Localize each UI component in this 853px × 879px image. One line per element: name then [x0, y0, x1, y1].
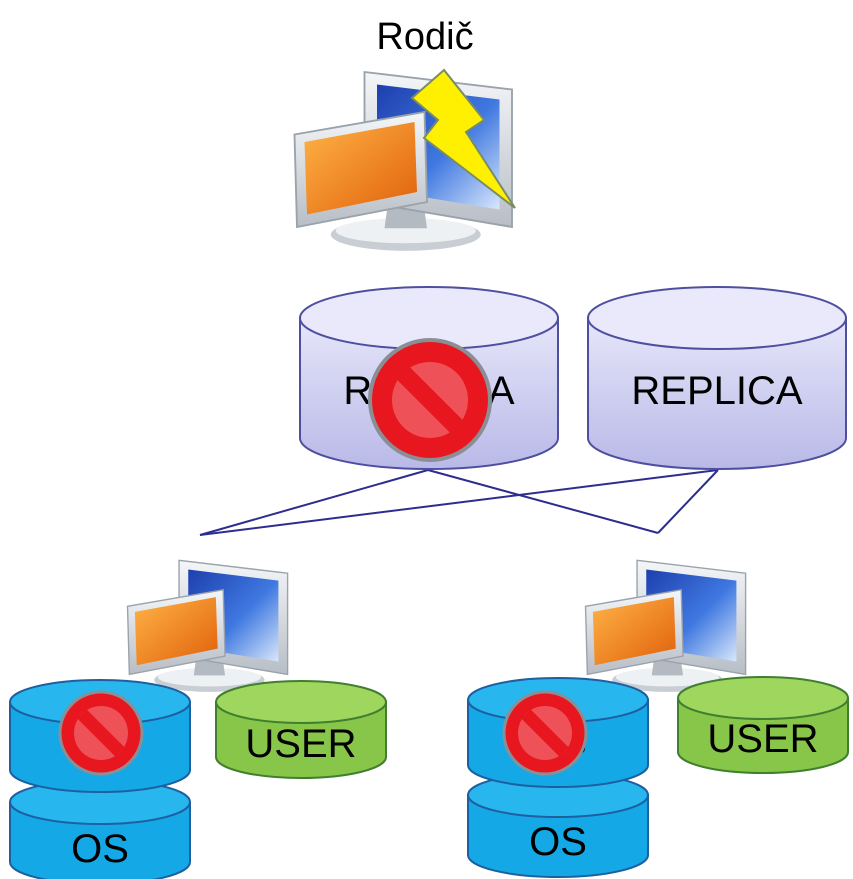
link-replica2-client2 — [657, 469, 719, 534]
os-disk: OS — [467, 772, 649, 878]
link-replica1-client2 — [427, 469, 659, 534]
link-replica1-client1 — [199, 469, 429, 536]
replica-disk: REPLICA — [587, 286, 847, 470]
replica-links — [199, 469, 719, 536]
block-sign-icon — [58, 690, 144, 776]
os-label: OS — [71, 827, 129, 871]
block-sign-icon — [368, 338, 492, 462]
user-label: USER — [707, 717, 818, 761]
user-disk: USER — [215, 680, 387, 779]
client-computer-icon — [126, 559, 289, 693]
os-label: OS — [529, 820, 587, 864]
user-disk: USER — [677, 676, 849, 774]
os-disk: OS — [9, 779, 191, 879]
user-label: USER — [245, 722, 356, 766]
client-computer-icon — [584, 559, 747, 693]
replica-label: REPLICA — [631, 369, 802, 413]
link-replica2-client1 — [199, 469, 719, 536]
lightning-icon — [410, 68, 516, 209]
block-sign-icon — [502, 690, 588, 776]
parent-label: Rodič — [376, 16, 473, 58]
